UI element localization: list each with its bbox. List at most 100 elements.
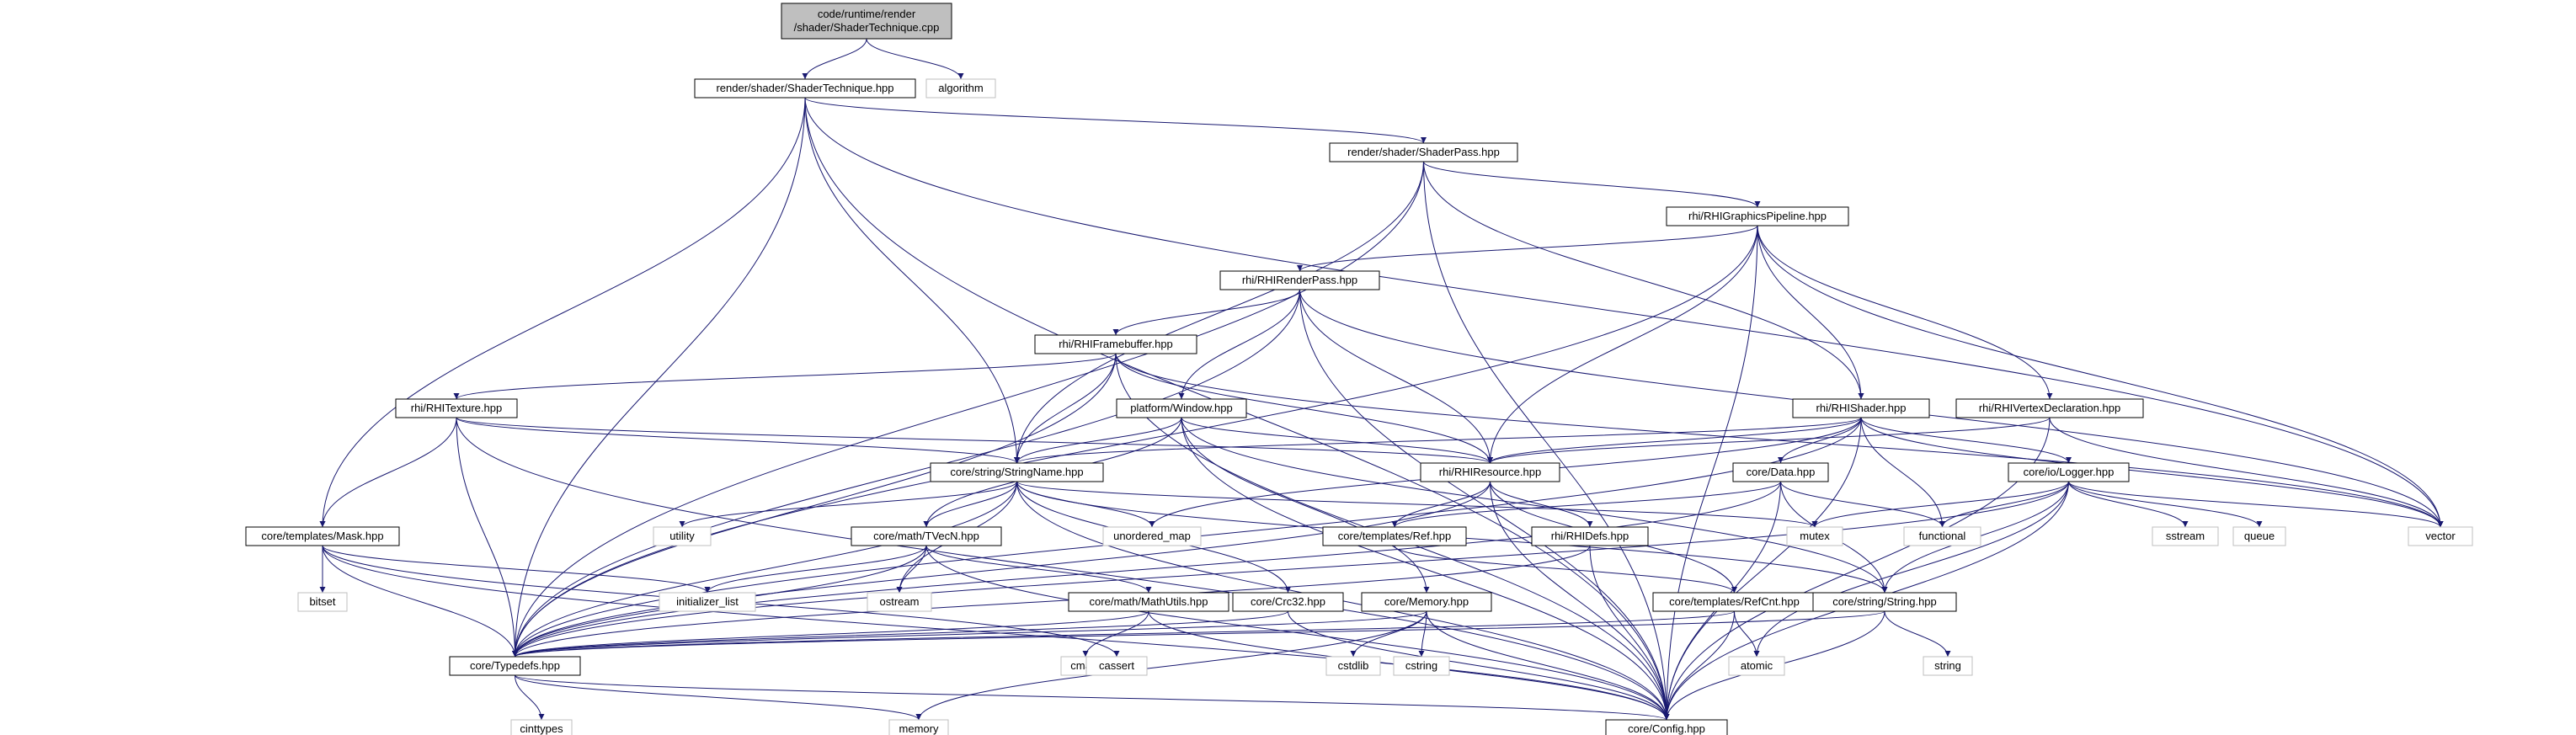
node-window[interactable]: platform/Window.hpp	[1116, 398, 1247, 418]
node-logger[interactable]: core/io/Logger.hpp	[2008, 462, 2130, 482]
edge-rhiresource-to-rhidefs	[1490, 481, 1593, 528]
edge-mask-to-initializer_list	[322, 545, 711, 594]
node-box-mathutils	[1068, 592, 1229, 612]
node-shaderpass[interactable]: render/shader/ShaderPass.hpp	[1329, 142, 1518, 162]
edge-vertexdecl-to-config	[1663, 417, 2051, 721]
node-cassert: cassert	[1085, 656, 1148, 676]
edge-root-to-shadertechnique	[802, 38, 867, 80]
node-label-string_hpp: core/string/String.hpp	[1832, 595, 1937, 608]
edge-rhitexture-to-typedefs	[456, 417, 518, 658]
edge-crc32-to-typedefs	[512, 610, 1288, 658]
edge-window-to-memoryhpp	[1181, 417, 1430, 594]
node-label-bitset: bitset	[309, 595, 335, 608]
node-data[interactable]: core/Data.hpp	[1732, 462, 1829, 482]
node-crc32[interactable]: core/Crc32.hpp	[1232, 592, 1344, 612]
edge-rhitexture-to-config	[456, 417, 1670, 721]
node-root[interactable]: code/runtime/render/shader/ShaderTechniq…	[781, 3, 952, 40]
edge-data-to-functional	[1780, 481, 1945, 528]
node-label-functional: functional	[1919, 530, 1966, 542]
node-box-window	[1116, 398, 1247, 418]
node-box-mutex	[1786, 526, 1843, 546]
edge-tvecn-to-initializer_list	[704, 545, 927, 594]
node-stringname[interactable]: core/string/StringName.hpp	[930, 462, 1104, 482]
node-ref[interactable]: core/templates/Ref.hpp	[1322, 526, 1467, 546]
node-rhidefs[interactable]: rhi/RHIDefs.hpp	[1531, 526, 1649, 546]
node-label-rhishader: rhi/RHIShader.hpp	[1816, 402, 1907, 414]
node-box-bitset	[297, 592, 348, 612]
edge-mask-to-config	[322, 545, 1670, 721]
node-label-ref: core/templates/Ref.hpp	[1338, 530, 1451, 542]
node-vertexdecl[interactable]: rhi/RHIVertexDeclaration.hpp	[1955, 398, 2144, 418]
edge-logger-to-typedefs	[512, 481, 2069, 658]
node-label-queue: queue	[2244, 530, 2275, 542]
node-box-cinttypes	[510, 719, 573, 735]
edge-mathutils-to-typedefs	[512, 610, 1149, 658]
edge-vertexdecl-to-rhiresource	[1487, 417, 2051, 464]
node-sstream: sstream	[2152, 526, 2219, 546]
edge-shaderpass-to-stringname	[1014, 161, 1424, 464]
node-box-cstring	[1393, 656, 1450, 676]
node-refcnt[interactable]: core/templates/RefCnt.hpp	[1652, 592, 1816, 612]
node-label-memoryhpp: core/Memory.hpp	[1384, 595, 1469, 608]
edge-stringname-to-unordered_map	[1016, 481, 1155, 528]
edge-tvecn-to-ostream	[896, 545, 927, 594]
node-mask[interactable]: core/templates/Mask.hpp	[245, 526, 400, 546]
node-cstdlib: cstdlib	[1325, 656, 1381, 676]
edge-window-to-string_hpp	[1181, 417, 1888, 594]
node-mathutils[interactable]: core/math/MathUtils.hpp	[1068, 592, 1229, 612]
node-label-rhitexture: rhi/RHITexture.hpp	[411, 402, 502, 414]
node-box-initializer_list	[659, 592, 756, 612]
node-shadertechnique[interactable]: render/shader/ShaderTechnique.hpp	[694, 78, 916, 99]
node-box-atomic	[1728, 656, 1785, 676]
edge-graphicspipeline-to-rhiresource	[1487, 225, 1758, 464]
edge-window-to-config	[1181, 417, 1670, 721]
node-box-utility	[653, 526, 712, 546]
node-utility: utility	[653, 526, 712, 546]
node-box-graphicspipeline	[1666, 206, 1849, 226]
node-tvecn[interactable]: core/math/TVecN.hpp	[851, 526, 1002, 546]
edge-layer	[319, 38, 2444, 721]
edge-rhiresource-to-typedefs	[512, 481, 1491, 658]
edge-rhishader-to-functional	[1860, 417, 1945, 528]
node-rhiresource[interactable]: rhi/RHIResource.hpp	[1420, 462, 1560, 482]
node-label-cstring: cstring	[1405, 659, 1437, 672]
node-bitset: bitset	[297, 592, 348, 612]
node-vector: vector	[2408, 526, 2473, 546]
node-framebuffer[interactable]: rhi/RHIFramebuffer.hpp	[1034, 334, 1197, 354]
edge-stringname-to-mutex	[1016, 481, 1818, 528]
node-box-rhitexture	[395, 398, 518, 418]
node-label-tvecn: core/math/TVecN.hpp	[873, 530, 979, 542]
edge-shadertechnique-to-vector	[804, 97, 2444, 528]
node-box-data	[1732, 462, 1829, 482]
node-box-string_sys	[1923, 656, 1973, 676]
node-typedefs[interactable]: core/Typedefs.hpp	[449, 656, 581, 676]
edge-window-to-rhiresource	[1181, 417, 1493, 464]
edge-shadertechnique-to-typedefs	[512, 97, 806, 658]
edge-string_hpp-to-string_sys	[1884, 610, 1951, 658]
node-box-framebuffer	[1034, 334, 1197, 354]
node-box-algorithm	[925, 78, 996, 99]
node-label-graphicspipeline: rhi/RHIGraphicsPipeline.hpp	[1688, 210, 1827, 222]
node-box-memory_sys	[888, 719, 949, 735]
node-box-cstdlib	[1325, 656, 1381, 676]
edge-rhishader-to-vector	[1860, 417, 2444, 528]
node-box-shadertechnique	[694, 78, 916, 99]
node-rhitexture[interactable]: rhi/RHITexture.hpp	[395, 398, 518, 418]
node-graphicspipeline[interactable]: rhi/RHIGraphicsPipeline.hpp	[1666, 206, 1849, 226]
node-label-sstream: sstream	[2166, 530, 2205, 542]
node-rhishader[interactable]: rhi/RHIShader.hpp	[1792, 398, 1930, 418]
edge-rhidefs-to-typedefs	[512, 545, 1591, 658]
edge-crc32-to-config	[1288, 610, 1670, 721]
edge-rhishader-to-rhiresource	[1487, 417, 1862, 464]
node-label-string_sys: string	[1934, 659, 1961, 672]
node-algorithm: algorithm	[925, 78, 996, 99]
node-label-rhidefs: rhi/RHIDefs.hpp	[1551, 530, 1629, 542]
node-string_sys: string	[1923, 656, 1973, 676]
node-label-mutex: mutex	[1800, 530, 1830, 542]
edge-graphicspipeline-to-renderpass	[1297, 225, 1758, 272]
node-config[interactable]: core/Config.hpp	[1605, 719, 1728, 735]
node-memoryhpp[interactable]: core/Memory.hpp	[1361, 592, 1492, 612]
edge-framebuffer-to-rhiresource	[1115, 353, 1493, 464]
node-string_hpp[interactable]: core/string/String.hpp	[1812, 592, 1957, 612]
node-renderpass[interactable]: rhi/RHIRenderPass.hpp	[1219, 270, 1380, 290]
